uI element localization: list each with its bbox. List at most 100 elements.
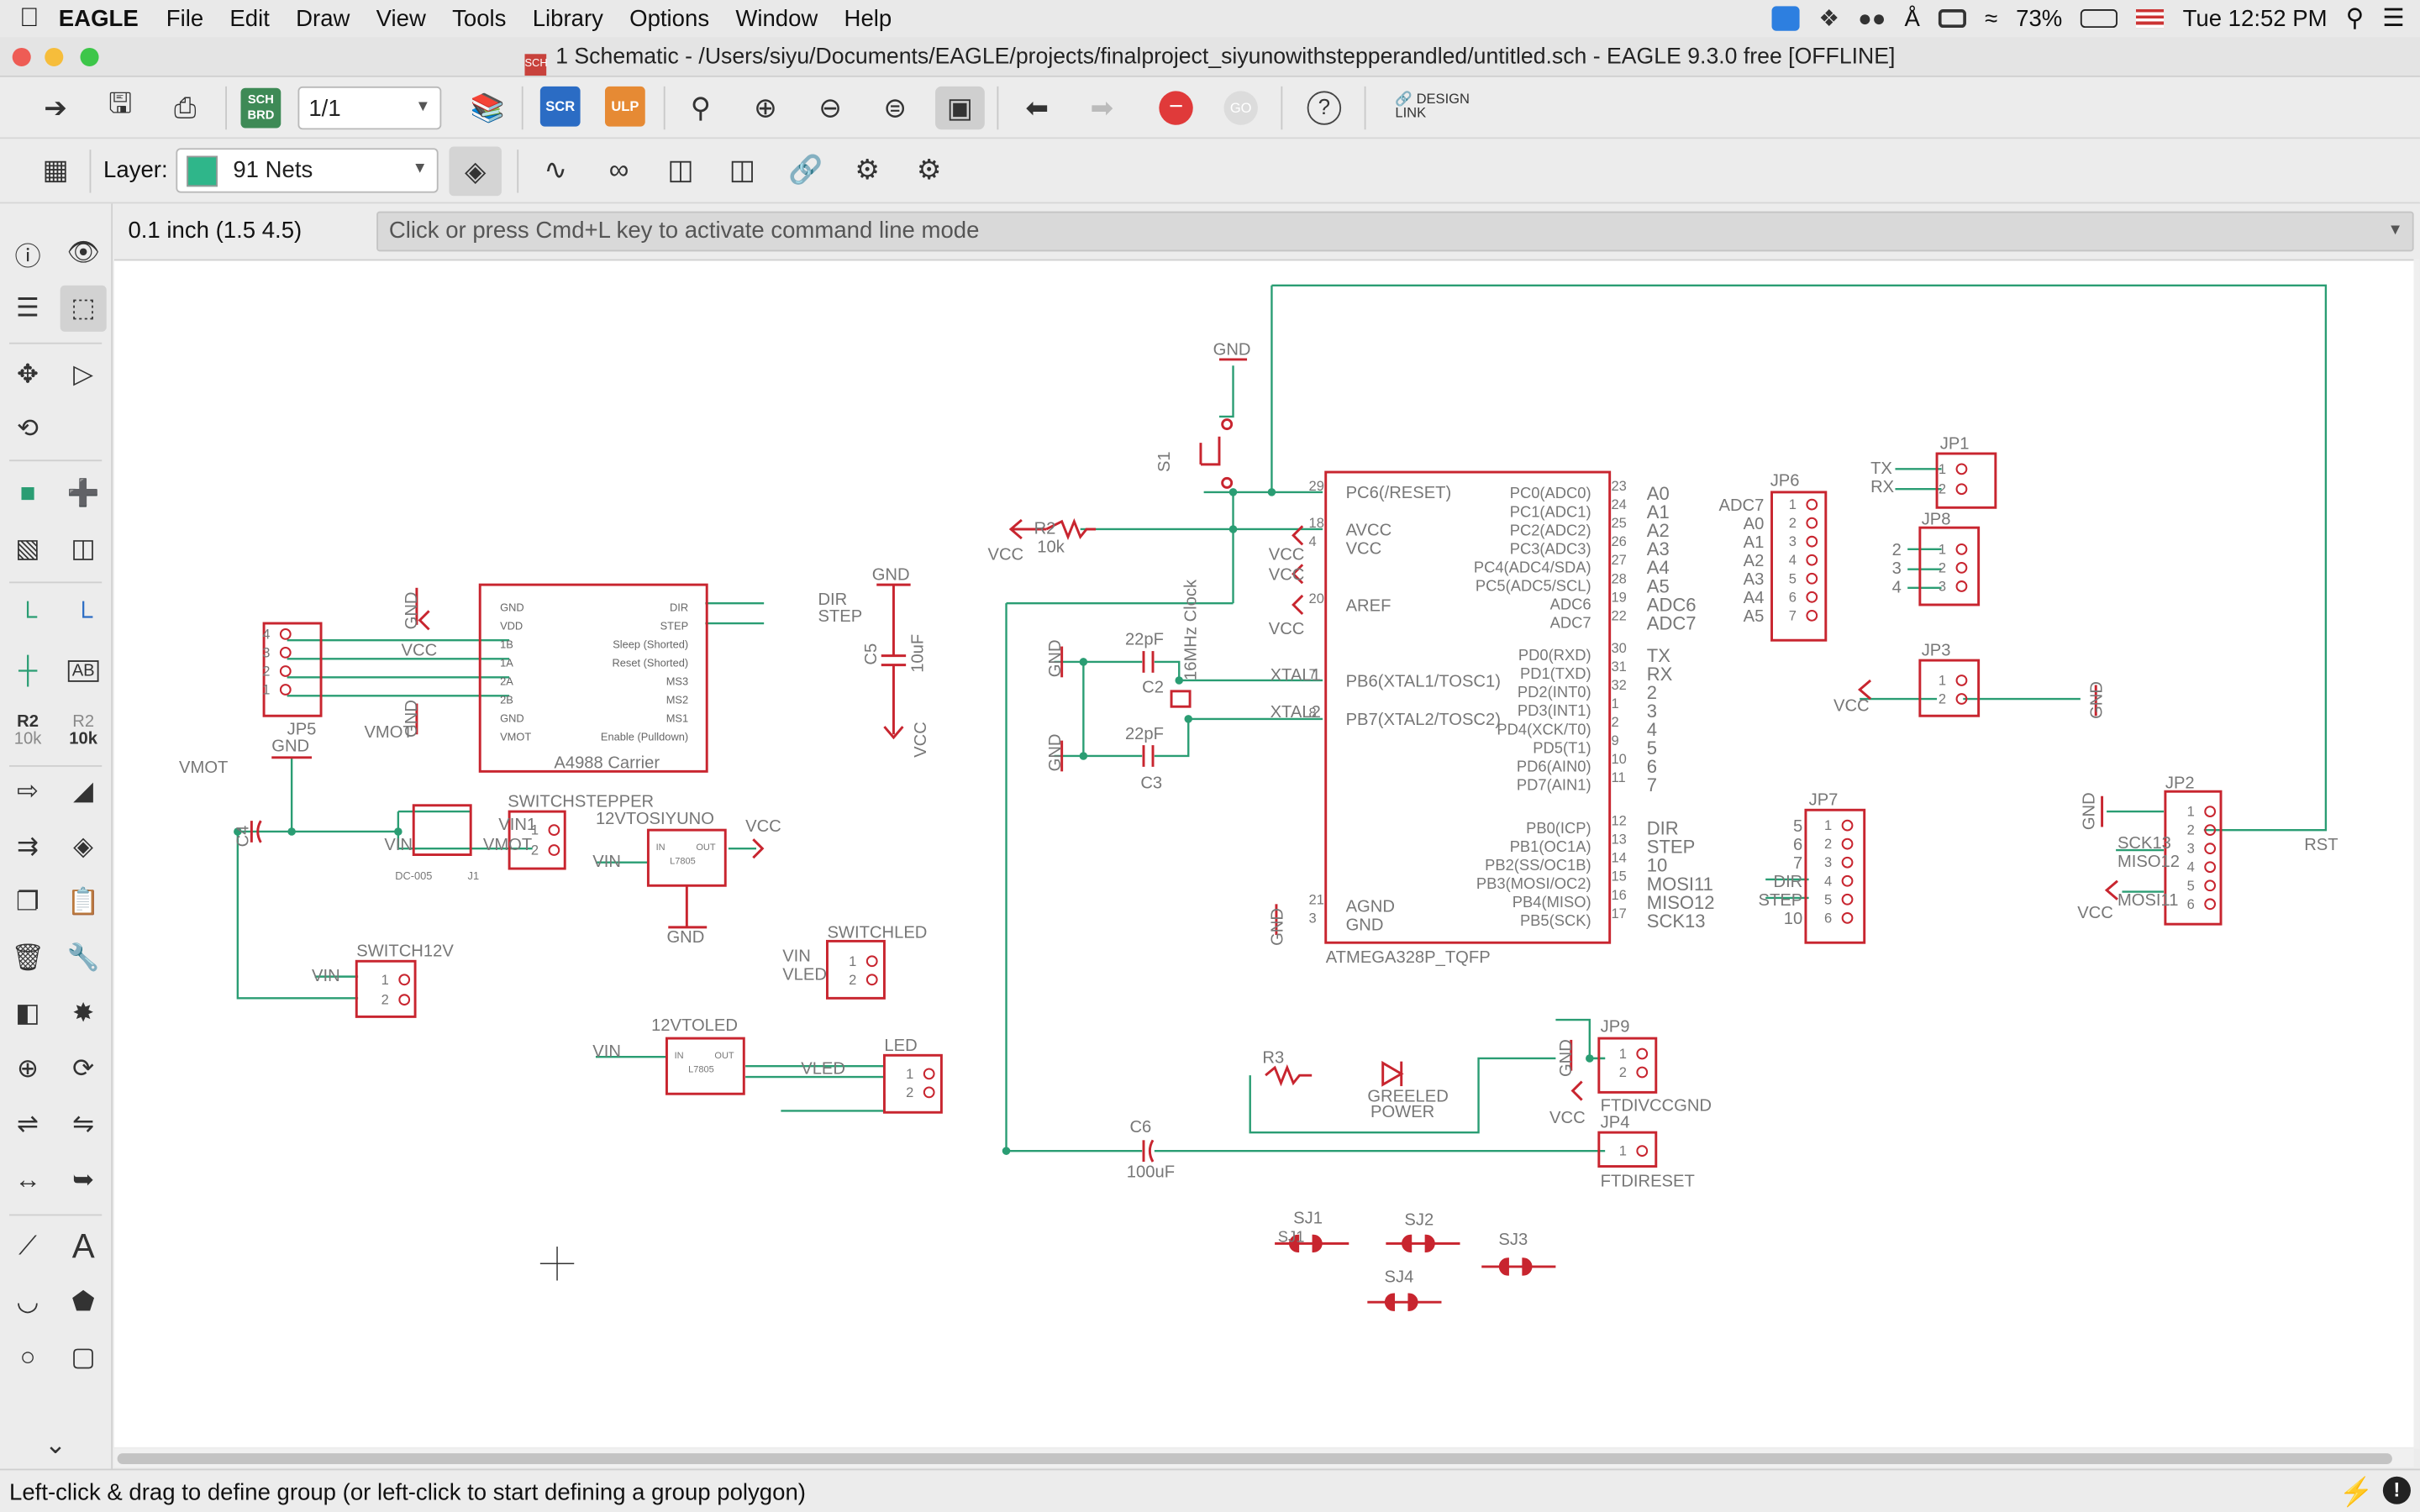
menu-options[interactable]: Options [629,5,710,32]
connect-icon[interactable]: ➥ [72,1164,95,1194]
rectangle-icon[interactable]: ▢ [71,1341,96,1372]
menu-library[interactable]: Library [532,5,603,32]
design-link-button[interactable]: 🔗 DESIGN LINK [1395,91,1470,121]
paste-icon[interactable]: 📋 [66,887,100,916]
circle-icon[interactable]: ○ [19,1341,36,1372]
swap-icon[interactable]: ⟳ [72,1053,95,1084]
layers-icon[interactable]: ☰ [16,292,40,323]
open-file-icon[interactable]: ➔ [44,92,67,123]
stop-icon[interactable]: − [1151,87,1201,129]
print-icon[interactable]: ⎙ [174,92,197,123]
wrench-icon[interactable]: 🔧 [66,942,100,973]
battery-icon[interactable] [2081,9,2118,29]
bus-icon[interactable]: └ [74,601,93,632]
split-icon[interactable]: ◢ [73,775,94,806]
save-icon[interactable]: 🖫 [108,87,133,119]
scr-button[interactable]: SCR [539,86,581,127]
menu-file[interactable]: File [166,5,204,32]
clock[interactable]: Tue 12:52 PM [2182,5,2328,32]
junction-icon[interactable]: ┼ [18,655,38,685]
eye-icon[interactable]: 👁 [66,237,101,267]
dropbox-icon[interactable]: ❖ [1818,6,1840,33]
notification-icon[interactable]: ☰ [2382,6,2405,33]
smash-icon[interactable]: ✸ [72,998,95,1028]
ulp-button[interactable]: ULP [604,86,645,127]
undo-icon[interactable]: ⬅ [1025,92,1050,123]
meter-icon[interactable]: ◫ [667,153,694,185]
redo-icon[interactable]: ➡ [1090,92,1114,123]
delete-icon[interactable]: 🗑 [11,942,45,973]
app-name[interactable]: EAGLE [58,5,139,32]
arc-icon[interactable]: ◡ [16,1286,39,1316]
wire-icon[interactable]: └ [18,601,38,632]
zoom-in-icon[interactable]: ⊕ [754,92,777,123]
line-icon[interactable]: ⟋ [18,1231,37,1261]
vertical-scrollbar[interactable] [2413,259,2420,1449]
menu-edit[interactable]: Edit [229,5,270,32]
zoom-select-icon[interactable]: ▣ [935,86,985,130]
settings2-icon[interactable]: ⚙ [916,153,942,185]
miter-icon[interactable]: ↔ [14,1164,41,1194]
battery-percent[interactable]: 73% [2016,5,2063,32]
minimize-window-button[interactable] [45,47,64,66]
help-icon[interactable]: ? [1300,87,1349,129]
text-tool[interactable]: A [60,1224,107,1270]
mirror-icon[interactable]: ▷ [73,359,94,389]
add-gate-icon[interactable]: ➕ [66,478,100,508]
display-icon[interactable] [1938,9,1966,29]
zoom-window-button[interactable] [80,47,99,66]
flag-icon[interactable] [2136,9,2165,29]
menu-help[interactable]: Help [844,5,892,32]
wechat-icon[interactable]: ●● [1858,5,1886,32]
paint-icon[interactable]: ◧ [15,998,40,1028]
menu-view[interactable]: View [376,5,426,32]
zoom-fit-icon[interactable]: ⚲ [690,92,711,123]
label-tool[interactable]: AB [60,648,107,694]
close-window-button[interactable] [12,47,31,66]
add-link-icon[interactable]: 🔗 [788,153,823,185]
group-select-icon[interactable]: ⬚ [60,285,107,332]
wire-style-icon[interactable]: ∿ [544,153,568,185]
pin-swap-icon[interactable]: ⇨ [16,775,39,806]
attribute-icon[interactable]: ◈ [73,831,94,861]
wifi-icon[interactable]: ≈ [1984,5,1998,32]
invoke-icon[interactable]: ◫ [71,533,96,564]
scroll-thumb[interactable] [117,1453,2392,1465]
warning-icon[interactable]: ! [2382,1476,2411,1504]
add-pin-icon[interactable]: ⊕ [16,1053,39,1084]
zoom-out-icon[interactable]: ⊖ [818,92,843,123]
info-icon[interactable]: ⓘ [14,241,41,271]
horizontal-scrollbar[interactable] [113,1448,2414,1467]
command-line-input[interactable]: Click or press Cmd+L key to activate com… [376,211,2414,252]
copy-icon[interactable]: ❐ [16,887,40,916]
add-part-icon[interactable]: ■ [19,478,36,508]
move-icon[interactable]: ✥ [16,359,39,389]
polygon-icon[interactable]: ⬟ [71,1286,95,1316]
bluetooth-icon[interactable]: Å [1904,5,1920,32]
menu-window[interactable]: Window [735,5,818,32]
rotate-icon[interactable]: ⟲ [16,413,39,444]
join-icon[interactable]: ⇋ [72,1109,95,1139]
lightning-icon[interactable]: ⚡ [2338,1476,2374,1508]
sch-brd-switch-button[interactable]: SCH BRD [240,87,281,129]
menu-draw[interactable]: Draw [296,5,350,32]
settings-icon[interactable]: ⚙ [855,153,881,185]
slice-icon[interactable]: ⇌ [16,1109,39,1139]
cc-app-icon[interactable] [1772,6,1801,31]
sheet-select[interactable]: 1/1▼ [297,86,442,130]
replace-icon[interactable]: ▧ [15,533,40,564]
expand-chevron-icon[interactable]: ⌄ [45,1430,67,1460]
layer-settings-icon[interactable]: ◈ [449,146,502,197]
layer-select[interactable]: 91 Nets ▼ [176,148,439,193]
change-icon[interactable]: ⇉ [16,831,39,861]
meter2-icon[interactable]: ◫ [729,153,756,185]
menu-tools[interactable]: Tools [452,5,507,32]
spotlight-icon[interactable]: ⚲ [2345,6,2365,33]
book-icon[interactable]: 📚 [470,92,505,123]
apple-icon[interactable]:  [0,3,59,34]
grid-icon[interactable]: ▦ [42,153,69,185]
go-icon[interactable]: GO [1216,87,1265,129]
